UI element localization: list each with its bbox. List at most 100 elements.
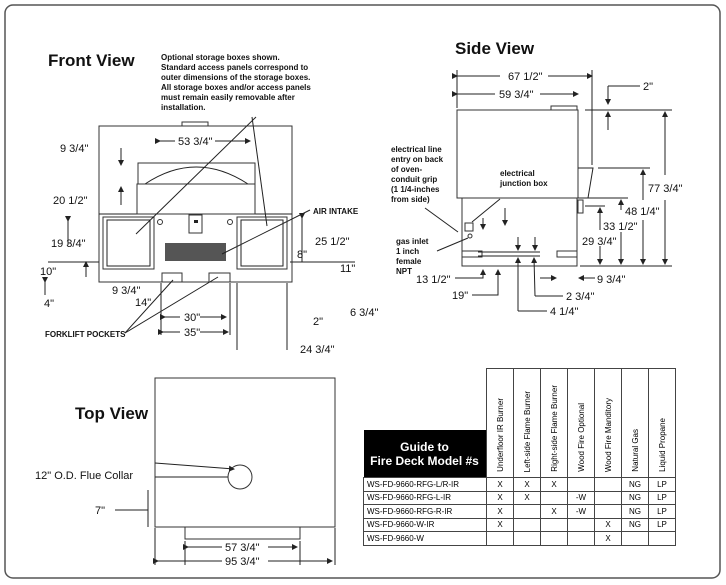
left-storage-box — [102, 216, 155, 270]
feature-cell — [594, 490, 622, 505]
dim-95-3-4: 95 3/4" — [225, 556, 260, 568]
svg-text:Standard access panels corresp: Standard access panels correspond to — [161, 63, 308, 72]
model-number-cell: WS-FD-9660-W — [363, 531, 487, 546]
svg-text:All storage boxes and/or acces: All storage boxes and/or access panels — [161, 83, 311, 92]
forklift-pocket-right — [208, 272, 231, 283]
top-view: Top View — [75, 377, 336, 565]
feature-cell: X — [513, 477, 541, 492]
dim-19-3-4: 19 3/4" — [51, 238, 86, 250]
feature-cell — [567, 531, 595, 546]
feature-cell — [486, 531, 514, 546]
svg-text:1 inch: 1 inch — [396, 247, 419, 256]
feature-cell: LP — [648, 490, 676, 505]
front-view-title: Front View — [48, 51, 135, 70]
side-view-title: Side View — [455, 39, 535, 58]
svg-text:entry on back: entry on back — [391, 155, 444, 164]
svg-text:Optional storage boxes shown.: Optional storage boxes shown. — [161, 53, 280, 62]
dim-59-3-4: 59 3/4" — [499, 89, 534, 101]
air-intake-label: AIR INTAKE — [313, 207, 359, 216]
forklift-pocket-left — [161, 272, 183, 283]
feature-cell — [594, 504, 622, 519]
dim-25-1-2: 25 1/2" — [315, 236, 350, 248]
dim-67-1-2: 67 1/2" — [508, 71, 543, 83]
top-oven-outline — [154, 377, 336, 528]
feature-cell — [513, 531, 541, 546]
column-header: Underfloor IR Burner — [486, 368, 514, 478]
dim-20-1-2: 20 1/2" — [53, 195, 88, 207]
junction-box-note: electrical junction box — [499, 169, 548, 188]
feature-cell: NG — [621, 517, 649, 532]
feature-cell — [513, 517, 541, 532]
feature-cell — [540, 490, 568, 505]
feature-cell — [567, 477, 595, 492]
dim-11: 11" — [340, 263, 355, 275]
svg-text:gas inlet: gas inlet — [396, 237, 429, 246]
model-number-cell: WS-FD-9660-RFG-R-IR — [363, 504, 487, 519]
svg-text:NPT: NPT — [396, 267, 412, 276]
feature-cell — [540, 531, 568, 546]
top-view-title: Top View — [75, 404, 149, 423]
feature-cell — [567, 517, 595, 532]
column-header: Right-side Flame Burner — [540, 368, 568, 478]
svg-text:(1 1/4-inches: (1 1/4-inches — [391, 185, 440, 194]
feature-cell: X — [594, 517, 622, 532]
column-header: Left-side Flame Burner — [513, 368, 541, 478]
guide-title-line1: Guide to — [400, 439, 449, 454]
feature-cell — [513, 504, 541, 519]
column-header: Wood Fire Manditory — [594, 368, 622, 478]
electrical-line-note: electrical line entry on back of oven- c… — [391, 145, 444, 204]
model-number-cell: WS-FD-9660-W-IR — [363, 517, 487, 532]
dim-6-3-4: 6 3/4" — [350, 307, 378, 319]
feature-cell — [540, 517, 568, 532]
feature-cell: NG — [621, 490, 649, 505]
dim-8: 8" — [297, 249, 307, 261]
feature-cell: LP — [648, 517, 676, 532]
dim-4-1-4: 4 1/4" — [550, 306, 578, 318]
forklift-pockets-label: FORKLIFT POCKETS — [45, 330, 126, 339]
dim-48-1-4: 48 1/4" — [625, 206, 660, 218]
dim-4: 4" — [44, 298, 54, 310]
air-intake-grille — [165, 243, 226, 261]
dim-2-side: 2" — [643, 81, 653, 93]
svg-text:electrical line: electrical line — [391, 145, 442, 154]
dim-19: 19" — [452, 290, 468, 302]
svg-text:female: female — [396, 257, 422, 266]
svg-text:of oven-: of oven- — [391, 165, 422, 174]
feature-cell: X — [486, 477, 514, 492]
svg-text:from side): from side) — [391, 195, 430, 204]
dim-57-3-4: 57 3/4" — [225, 542, 260, 554]
side-oven-body — [456, 109, 579, 199]
feature-cell: LP — [648, 504, 676, 519]
dim-13-1-2: 13 1/2" — [416, 274, 451, 286]
front-view-note: Optional storage boxes shown. Standard a… — [161, 53, 311, 112]
feature-cell: -W — [567, 490, 595, 505]
feature-cell: X — [594, 531, 622, 546]
column-header: Natural Gas — [621, 368, 649, 478]
dim-29-3-4: 29 3/4" — [582, 236, 617, 248]
feature-cell: X — [486, 490, 514, 505]
dim-7: 7" — [95, 505, 105, 517]
model-number-cell: WS-FD-9660-RFG-L/R-IR — [363, 477, 487, 492]
feature-cell — [648, 531, 676, 546]
svg-text:electrical: electrical — [500, 169, 535, 178]
feature-cell: -W — [567, 504, 595, 519]
flue-nub — [181, 121, 209, 127]
guide-title: Guide to Fire Deck Model #s — [363, 369, 487, 478]
svg-text:conduit grip: conduit grip — [391, 175, 437, 184]
gas-inlet-note: gas inlet 1 inch female NPT — [396, 237, 429, 276]
table-row: WS-FD-9660-W X — [363, 531, 676, 546]
guide-title-line2: Fire Deck Model #s — [370, 453, 479, 468]
svg-text:installation.: installation. — [161, 103, 205, 112]
feature-cell — [594, 477, 622, 492]
dim-35: 35" — [184, 327, 200, 339]
feature-cell: X — [486, 517, 514, 532]
feature-cell: X — [540, 477, 568, 492]
feature-cell: X — [513, 490, 541, 505]
feature-cell: NG — [621, 504, 649, 519]
dim-9-3-4-top: 9 3/4" — [60, 143, 88, 155]
column-header: Liquid Propane — [648, 368, 676, 478]
